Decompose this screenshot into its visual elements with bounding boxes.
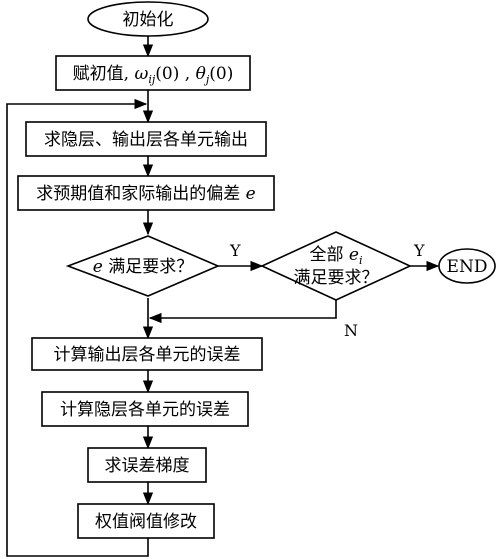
init-prefix: 赋初值, (73, 64, 135, 84)
init-theta-sub: j (203, 73, 210, 86)
decision2-var: e (349, 245, 359, 265)
edge-decision2-no (148, 294, 337, 324)
gradient-label: 求误差梯度 (105, 456, 190, 476)
label-yes-1: Y (229, 241, 241, 260)
hidden-error-node: 计算隐层各单元的误差 (41, 391, 249, 427)
end-node: END (438, 248, 496, 284)
start-label: 初始化 (123, 10, 174, 30)
deviation-label: 求预期值和家际输出的偏差 e (36, 184, 255, 204)
edge-loop-back (6, 98, 149, 557)
decision1-var: e (93, 257, 103, 277)
decision1-label: e 满足要求？ (93, 257, 193, 277)
output-error-label: 计算输出层各单元的误差 (54, 345, 241, 365)
decision1-text: 满足要求？ (103, 257, 193, 277)
label-no-2: N (344, 321, 358, 340)
decision2-node: 全部 ei 满足要求？ (260, 231, 412, 301)
decision2-prefix: 全部 (310, 245, 349, 265)
output-error-node: 计算输出层各单元的误差 (31, 337, 263, 371)
deviation-prefix: 求预期值和家际输出的偏差 (36, 184, 245, 204)
decision1-node: e 满足要求？ (65, 235, 221, 297)
calc-output-label: 求隐层、输出层各单元输出 (44, 130, 248, 150)
deviation-node: 求预期值和家际输出的偏差 e (17, 175, 275, 211)
calc-output-node: 求隐层、输出层各单元输出 (25, 121, 267, 157)
decision2-line1: 全部 ei (310, 245, 363, 267)
gradient-node: 求误差梯度 (87, 447, 207, 483)
update-node: 权值阀值修改 (77, 503, 215, 539)
hidden-error-label: 计算隐层各单元的误差 (60, 400, 230, 420)
deviation-var: e (246, 184, 256, 204)
init-node: 赋初值, ωij(0) , θj(0) (55, 55, 251, 91)
update-label: 权值阀值修改 (95, 512, 197, 532)
init-end: (0) (209, 64, 233, 84)
init-omega: ω (134, 64, 148, 84)
init-theta: θ (196, 64, 206, 84)
init-mid: (0) , (155, 64, 195, 84)
decision2-line2: 满足要求？ (294, 268, 379, 288)
end-label: END (447, 257, 488, 277)
label-yes-2: Y (413, 241, 425, 260)
init-label: 赋初值, ωij(0) , θj(0) (73, 64, 234, 86)
decision2-sub: i (359, 254, 363, 267)
init-omega-sub: ij (148, 73, 156, 86)
edges (6, 36, 440, 557)
start-node: 初始化 (87, 1, 209, 37)
